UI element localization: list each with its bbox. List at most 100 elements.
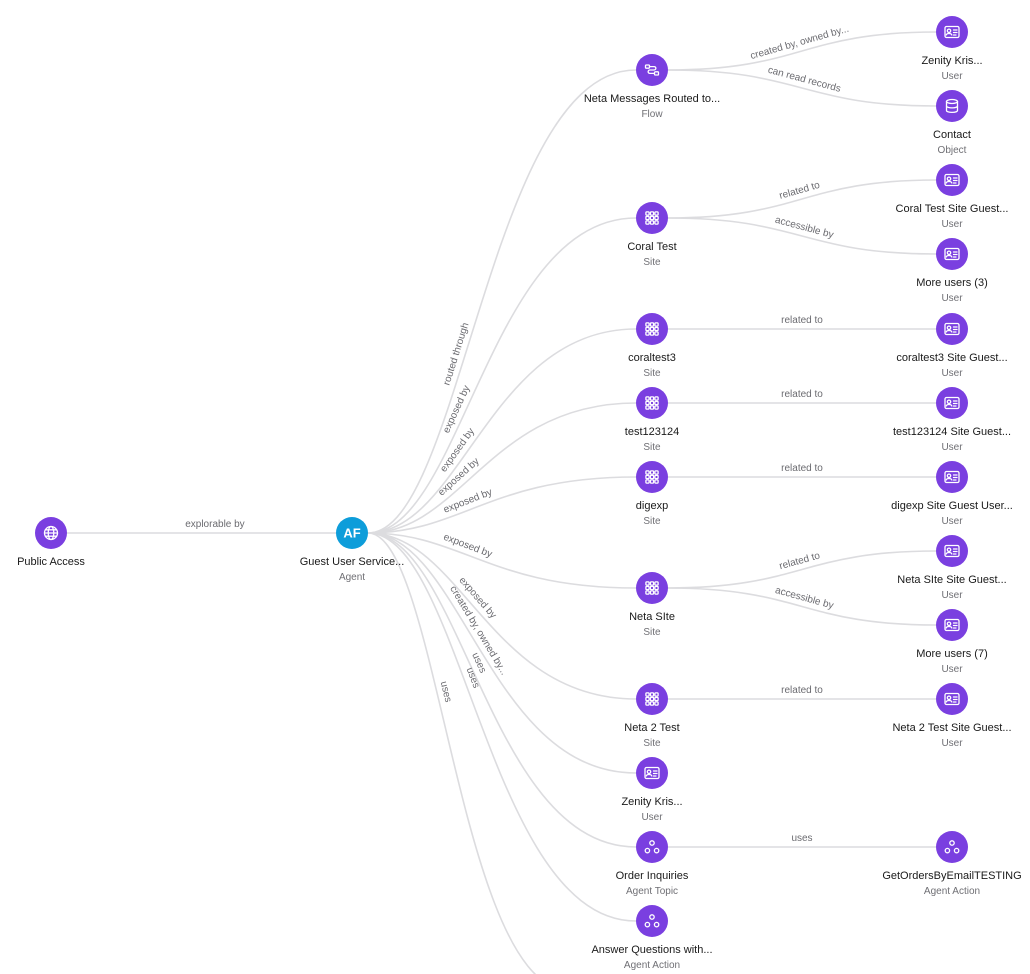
node-circle[interactable] <box>936 16 968 48</box>
node-public[interactable]: Public Access <box>17 517 85 568</box>
node-circle[interactable] <box>936 238 968 270</box>
node-type-label: Site <box>643 257 661 268</box>
node-circle[interactable] <box>936 387 968 419</box>
node-type-label: Site <box>643 442 661 453</box>
node-circle[interactable] <box>936 90 968 122</box>
node-type-label: User <box>941 664 963 675</box>
edge-label-digexp-to-digexp-guest: related to <box>781 463 823 474</box>
node-circle[interactable] <box>636 757 668 789</box>
node-type-label: User <box>941 516 963 527</box>
node-type-label: Agent <box>339 572 365 583</box>
node-title: Answer Questions with... <box>591 944 712 956</box>
edge-label-agent-to-offscreen: uses <box>438 680 454 703</box>
site-grid-icon <box>645 470 659 484</box>
edges-layer <box>67 31 937 974</box>
edge-agent-to-test123124 <box>367 402 637 534</box>
node-title: Coral Test <box>627 241 676 253</box>
node-title: More users (3) <box>916 277 988 289</box>
site-grid-icon <box>645 581 659 595</box>
node-type-label: User <box>941 738 963 749</box>
node-circle[interactable] <box>336 517 368 549</box>
site-grid-icon <box>645 396 659 410</box>
node-more3[interactable]: More users (3) User <box>916 238 988 304</box>
node-circle[interactable] <box>636 905 668 937</box>
node-type-label: User <box>941 293 963 304</box>
node-zenity-top[interactable]: Zenity Kris... User <box>921 16 983 82</box>
node-circle[interactable] <box>636 313 668 345</box>
edge-label-flow-to-contact: can read records <box>767 65 842 95</box>
user-card-icon <box>944 25 960 39</box>
edge-label-order-to-getorders: uses <box>791 833 812 844</box>
agent-avatar-initials: AF <box>343 526 360 541</box>
edge-agent-to-order <box>367 532 637 848</box>
node-title: Neta Messages Routed to... <box>584 93 720 105</box>
node-flow[interactable]: Neta Messages Routed to...Flow <box>584 54 720 120</box>
node-coraltest3-guest[interactable]: coraltest3 Site Guest...User <box>896 313 1008 379</box>
node-circle[interactable] <box>936 831 968 863</box>
node-circle[interactable] <box>636 202 668 234</box>
node-circle[interactable] <box>636 572 668 604</box>
node-type-label: Agent Action <box>924 886 980 897</box>
site-grid-icon <box>645 322 659 336</box>
node-more7[interactable]: More users (7) User <box>916 609 988 675</box>
node-title: Zenity Kris... <box>921 55 982 67</box>
node-circle[interactable] <box>636 387 668 419</box>
node-title: digexp <box>636 500 668 512</box>
node-title: test123124 <box>625 426 679 438</box>
user-card-icon <box>644 766 660 780</box>
node-coral-guest[interactable]: Coral Test Site Guest...User <box>896 164 1009 230</box>
node-title: Order Inquiries <box>616 870 689 882</box>
node-type-label: Site <box>643 627 661 638</box>
flow-icon <box>644 64 660 76</box>
node-type-label: User <box>941 71 963 82</box>
user-card-icon <box>944 692 960 706</box>
edge-agent-to-digexp <box>367 476 637 534</box>
node-netasite-guest[interactable]: Neta SIte Site Guest...User <box>897 535 1007 601</box>
node-title: More users (7) <box>916 648 988 660</box>
node-circle[interactable] <box>936 535 968 567</box>
database-icon <box>945 98 959 114</box>
edge-agent-to-coraltest3 <box>367 328 637 534</box>
site-grid-icon <box>645 211 659 225</box>
node-type-label: Site <box>643 738 661 749</box>
node-circle[interactable] <box>936 683 968 715</box>
node-circle[interactable] <box>936 313 968 345</box>
edge-agent-to-zenity-mid <box>367 532 637 774</box>
site-grid-icon <box>645 692 659 706</box>
node-type-label: Agent Topic <box>626 886 678 897</box>
node-title: coraltest3 Site Guest... <box>896 352 1007 364</box>
edge-label-public-to-agent: explorable by <box>185 519 244 530</box>
node-zenity-mid[interactable]: Zenity Kris...User <box>621 757 683 823</box>
edge-agent-to-neta2 <box>367 532 637 700</box>
node-circle[interactable] <box>636 683 668 715</box>
node-digexp-guest[interactable]: digexp Site Guest User... User <box>891 461 1013 527</box>
node-circle[interactable] <box>936 461 968 493</box>
node-title: digexp Site Guest User... <box>891 500 1013 512</box>
node-type-label: User <box>941 219 963 230</box>
node-test-guest[interactable]: test123124 Site Guest...User <box>893 387 1011 453</box>
node-circle[interactable] <box>936 609 968 641</box>
node-circle[interactable] <box>936 164 968 196</box>
node-title: Zenity Kris... <box>621 796 682 808</box>
node-answer[interactable]: Answer Questions with...Agent Action <box>591 905 713 971</box>
node-neta2-guest[interactable]: Neta 2 Test Site Guest... User <box>892 683 1012 749</box>
node-title: Neta 2 Test Site Guest... <box>892 722 1011 734</box>
edge-agent-to-offscreen <box>367 532 537 974</box>
node-circle[interactable] <box>636 461 668 493</box>
user-card-icon <box>944 322 960 336</box>
node-type-label: Site <box>643 368 661 379</box>
node-circle[interactable] <box>636 831 668 863</box>
edge-agent-to-netasite <box>367 532 637 589</box>
